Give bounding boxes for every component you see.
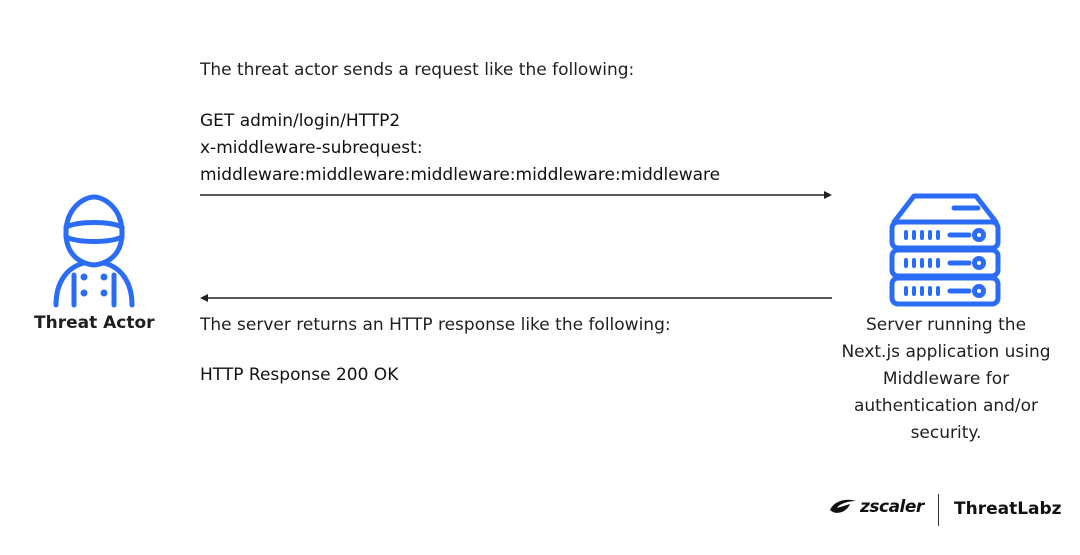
- response-status: HTTP Response 200 OK: [200, 365, 399, 385]
- server-label-line: Middleware for: [882, 369, 1010, 389]
- request-intro: The threat actor sends a request like th…: [200, 60, 635, 80]
- threat-actor-label: Threat Actor: [34, 313, 155, 333]
- request-arrow: [198, 188, 834, 202]
- threatlabz-wordmark: ThreatLabz: [954, 499, 1062, 519]
- server-icon: [884, 190, 1006, 310]
- server-label-line: security.: [910, 423, 982, 443]
- zscaler-swoosh-icon: [830, 499, 856, 513]
- threat-actor-icon: [44, 193, 144, 311]
- request-line-method: GET admin/login/HTTP2: [200, 111, 401, 131]
- request-line-value: middleware:middleware:middleware:middlew…: [200, 165, 721, 185]
- server-label-line: authentication and/or: [853, 396, 1039, 416]
- response-arrow: [198, 291, 834, 305]
- server-label: Server running the Next.js application u…: [821, 312, 1071, 447]
- request-line-header: x-middleware-subrequest:: [200, 138, 423, 158]
- response-intro: The server returns an HTTP response like…: [200, 315, 671, 335]
- zscaler-logo: zscaler: [828, 496, 924, 518]
- zscaler-wordmark: zscaler: [860, 497, 924, 517]
- server-label-line: Server running the: [865, 315, 1027, 335]
- branding-divider: [938, 494, 939, 526]
- server-label-line: Next.js application using: [841, 342, 1051, 362]
